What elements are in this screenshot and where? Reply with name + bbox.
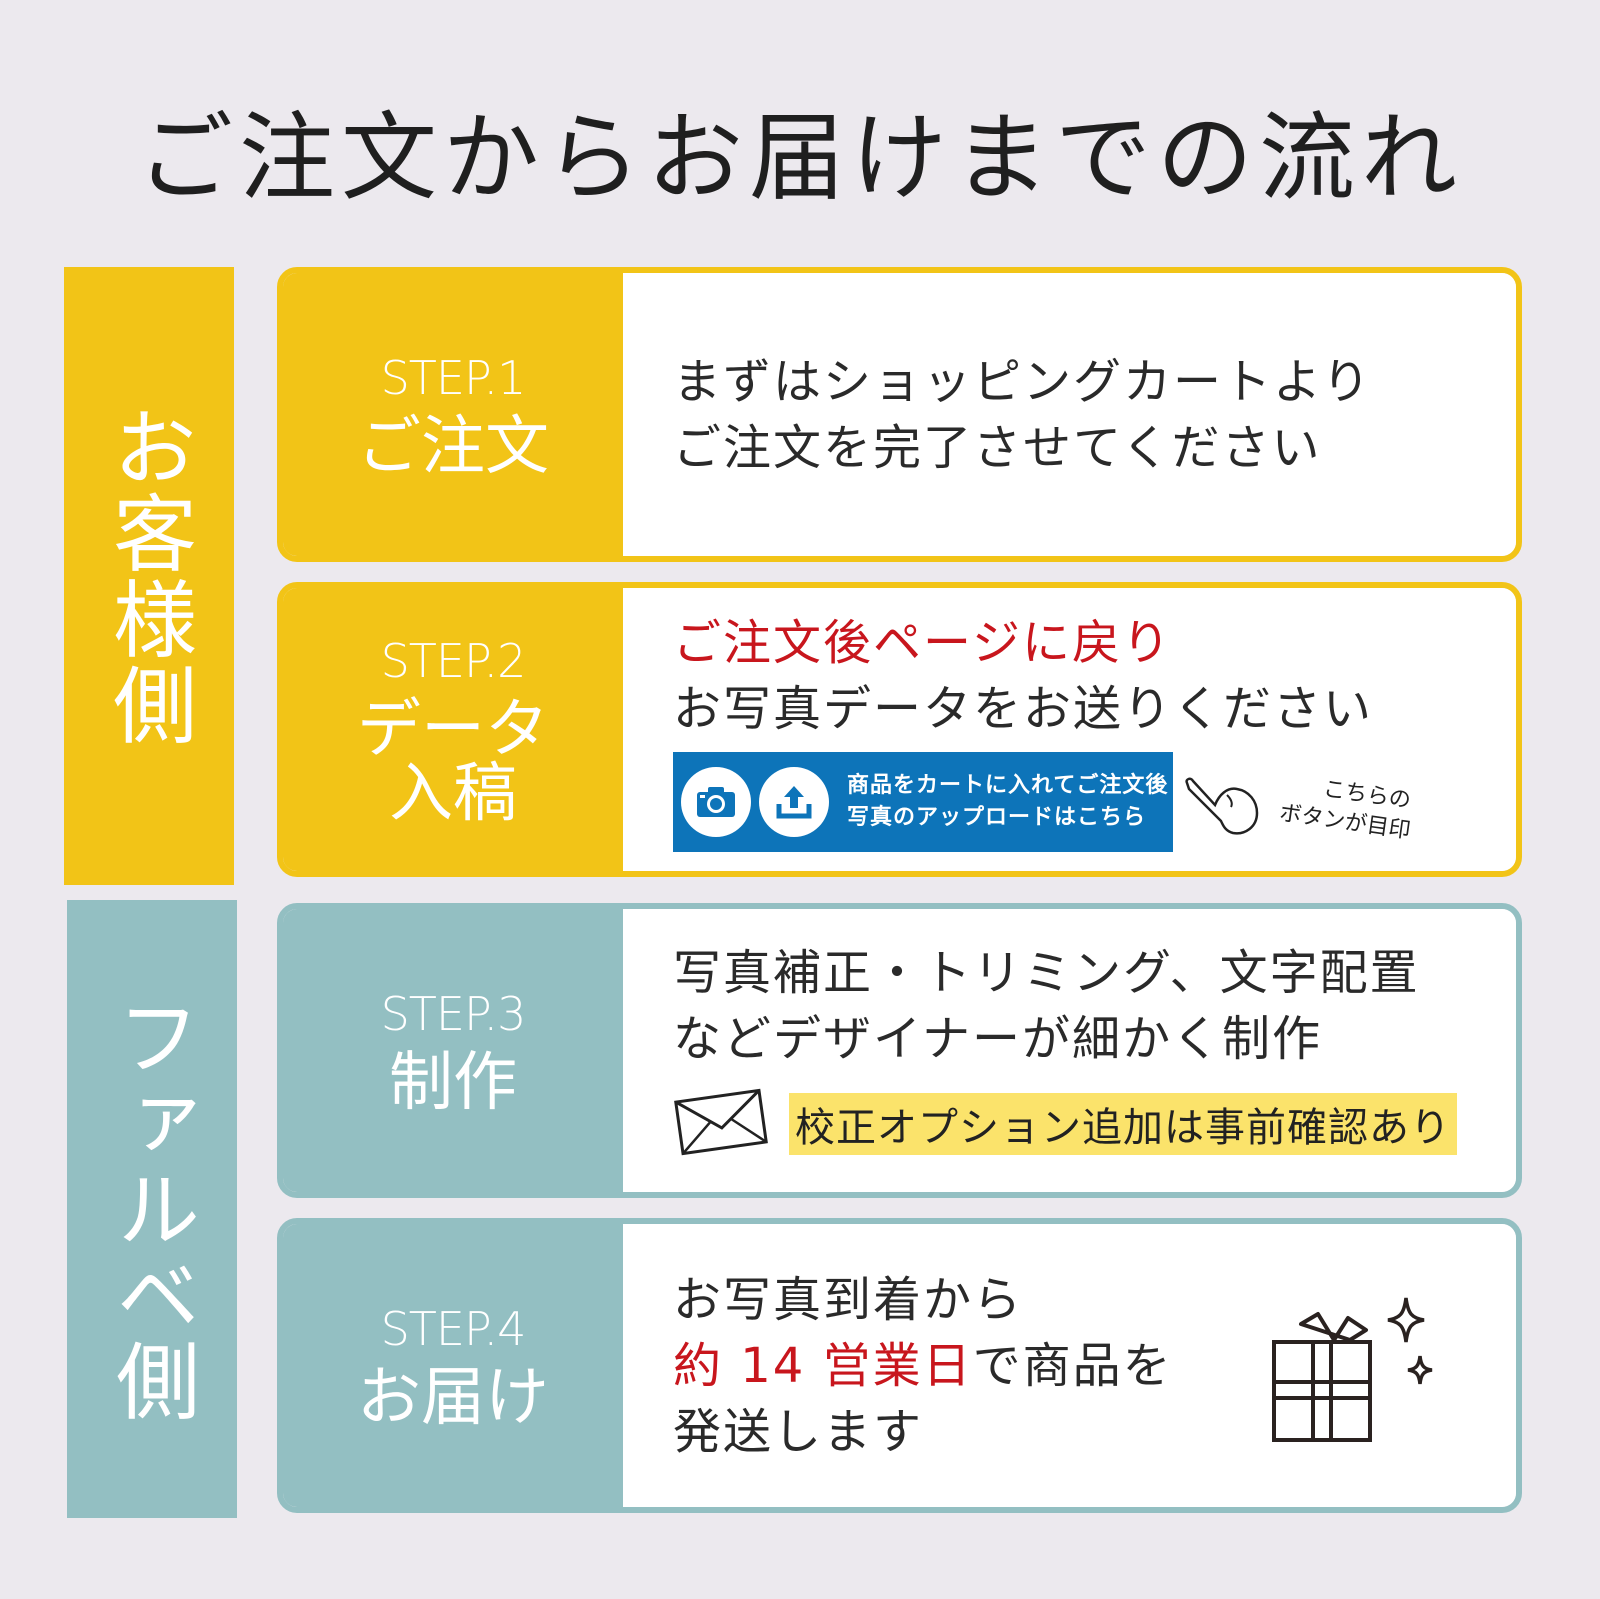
step-2-card: STEP.2 データ 入稿 ご注文後ページに戻り お写真データをお送りください … bbox=[277, 582, 1522, 877]
step-name-line: データ bbox=[357, 692, 549, 767]
step-4-header: STEP.4 お届け bbox=[283, 1224, 623, 1507]
step-4-body: お写真到着から 約 14 営業日で商品を 発送します bbox=[623, 1224, 1516, 1507]
step-3-header: STEP.3 制作 bbox=[283, 909, 623, 1192]
step-1-header: STEP.1 ご注文 bbox=[283, 273, 623, 556]
delivery-days-highlight: 約 14 営業日 bbox=[673, 1337, 973, 1394]
step-1-card: STEP.1 ご注文 まずはショッピングカートより ご注文を完了させてください bbox=[277, 267, 1522, 562]
step-1-body: まずはショッピングカートより ご注文を完了させてください bbox=[623, 273, 1516, 556]
step-3-body: 写真補正・トリミング、文字配置 などデザイナーが細かく制作 校正オプション追加は… bbox=[623, 909, 1516, 1192]
step-name: ご注文 bbox=[357, 409, 549, 484]
button-hint: こちらの ボタンが目印 bbox=[1183, 775, 1413, 844]
step-4-card: STEP.4 お届け お写真到着から 約 14 営業日で商品を 発送します bbox=[277, 1218, 1522, 1513]
step-text: 写真補正・トリミング、文字配置 bbox=[673, 944, 1420, 1001]
camera-icon bbox=[681, 767, 751, 837]
step-2-body: ご注文後ページに戻り お写真データをお送りください 商品をカートに入れてご注文後… bbox=[623, 588, 1516, 871]
page-title: ご注文からお届けまでの流れ bbox=[137, 102, 1463, 214]
upload-button-line: 商品をカートに入れてご注文後 bbox=[847, 773, 1169, 798]
step-2-header: STEP.2 データ 入稿 bbox=[283, 588, 623, 871]
company-side-bar: ファルベ側 bbox=[67, 900, 237, 1518]
proof-option-note: 校正オプション追加は事前確認あり bbox=[789, 1092, 1457, 1155]
step-name: 制作 bbox=[389, 1045, 517, 1120]
company-side-label: ファルベ側 bbox=[102, 994, 201, 1424]
button-hint-text: こちらの ボタンが目印 bbox=[1277, 769, 1416, 847]
step-text: ご注文を完了させてください bbox=[673, 419, 1322, 476]
step-3-card: STEP.3 制作 写真補正・トリミング、文字配置 などデザイナーが細かく制作 … bbox=[277, 903, 1522, 1198]
step-number: STEP.4 bbox=[380, 1301, 527, 1356]
upload-button-label: 商品をカートに入れてご注文後 写真のアップロードはこちら bbox=[847, 770, 1168, 834]
step-highlight: ご注文後ページに戻り bbox=[673, 615, 1173, 671]
envelope-icon bbox=[673, 1086, 769, 1162]
gift-icon bbox=[1246, 1294, 1436, 1458]
upload-icon bbox=[759, 767, 829, 837]
step-text: まずはショッピングカートより bbox=[673, 353, 1373, 410]
step-text-rest: で商品を bbox=[972, 1337, 1173, 1394]
photo-upload-button[interactable]: 商品をカートに入れてご注文後 写真のアップロードはこちら bbox=[673, 752, 1173, 852]
customer-side-label: お客様側 bbox=[99, 404, 198, 748]
step-text: お写真到着から bbox=[673, 1271, 1024, 1328]
step-number: STEP.1 bbox=[380, 350, 527, 405]
step-text: 約 14 営業日で商品を bbox=[673, 1333, 1516, 1399]
pointing-hand-icon bbox=[1183, 775, 1267, 841]
step-text: などデザイナーが細かく制作 bbox=[673, 1010, 1323, 1067]
step-number: STEP.3 bbox=[380, 986, 527, 1041]
step-name-line: 入稿 bbox=[389, 756, 517, 831]
step-text: 発送します bbox=[673, 1403, 924, 1460]
customer-side-bar: お客様側 bbox=[64, 267, 234, 885]
step-name: データ 入稿 bbox=[357, 698, 549, 826]
step-text: お写真データをお送りください bbox=[673, 681, 1374, 737]
upload-button-line: 写真のアップロードはこちら bbox=[847, 805, 1147, 830]
proof-option-row: 校正オプション追加は事前確認あり bbox=[673, 1086, 1516, 1162]
step-name: お届け bbox=[357, 1360, 549, 1435]
step-number: STEP.2 bbox=[380, 633, 527, 688]
